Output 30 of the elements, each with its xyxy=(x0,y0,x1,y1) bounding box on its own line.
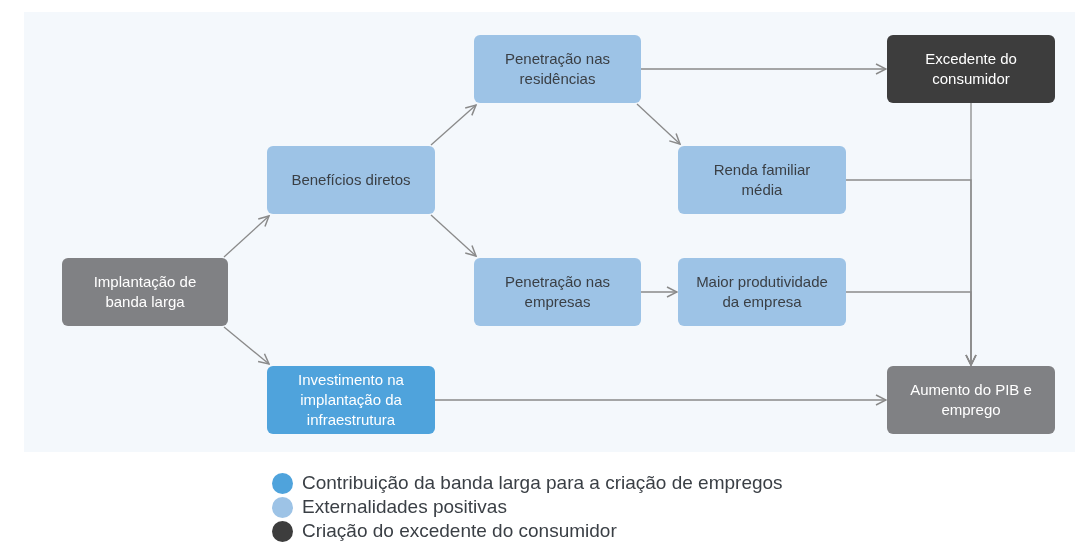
arrow xyxy=(434,394,887,406)
process-box xyxy=(887,366,1055,434)
arrow xyxy=(640,286,678,298)
arrow xyxy=(640,63,887,75)
box-label: Maior produtividade da empresa xyxy=(695,272,829,312)
box-label: Aumento do PIB e emprego xyxy=(909,380,1033,420)
box-label: Renda familiar média xyxy=(712,160,812,200)
process-box xyxy=(267,146,435,214)
box-label: Implantação de banda larga xyxy=(92,272,198,312)
arrow xyxy=(223,326,270,365)
process-box xyxy=(474,35,641,103)
legend-label: Contribuição da banda larga para a criação de empregos xyxy=(302,472,783,494)
box-label: Investimento na implantação da infraestrutura xyxy=(297,370,405,430)
box-label: Benefícios diretos xyxy=(291,170,411,190)
arrow xyxy=(636,103,681,145)
arrow xyxy=(430,104,477,146)
legend-label: Externalidades positivas xyxy=(302,496,507,518)
arrow xyxy=(845,291,977,366)
process-box xyxy=(62,258,228,326)
arrow xyxy=(223,215,270,258)
process-box xyxy=(887,35,1055,103)
process-box xyxy=(267,366,435,434)
legend-label: Criação do excedente do consumidor xyxy=(302,520,617,542)
process-box xyxy=(678,258,846,326)
process-box xyxy=(474,258,641,326)
box-label: Penetração nas residências xyxy=(503,49,612,89)
arrow xyxy=(430,214,477,257)
process-box xyxy=(678,146,846,214)
box-label: Excedente do consumidor xyxy=(924,49,1018,89)
box-label: Penetração nas empresas xyxy=(503,272,612,312)
